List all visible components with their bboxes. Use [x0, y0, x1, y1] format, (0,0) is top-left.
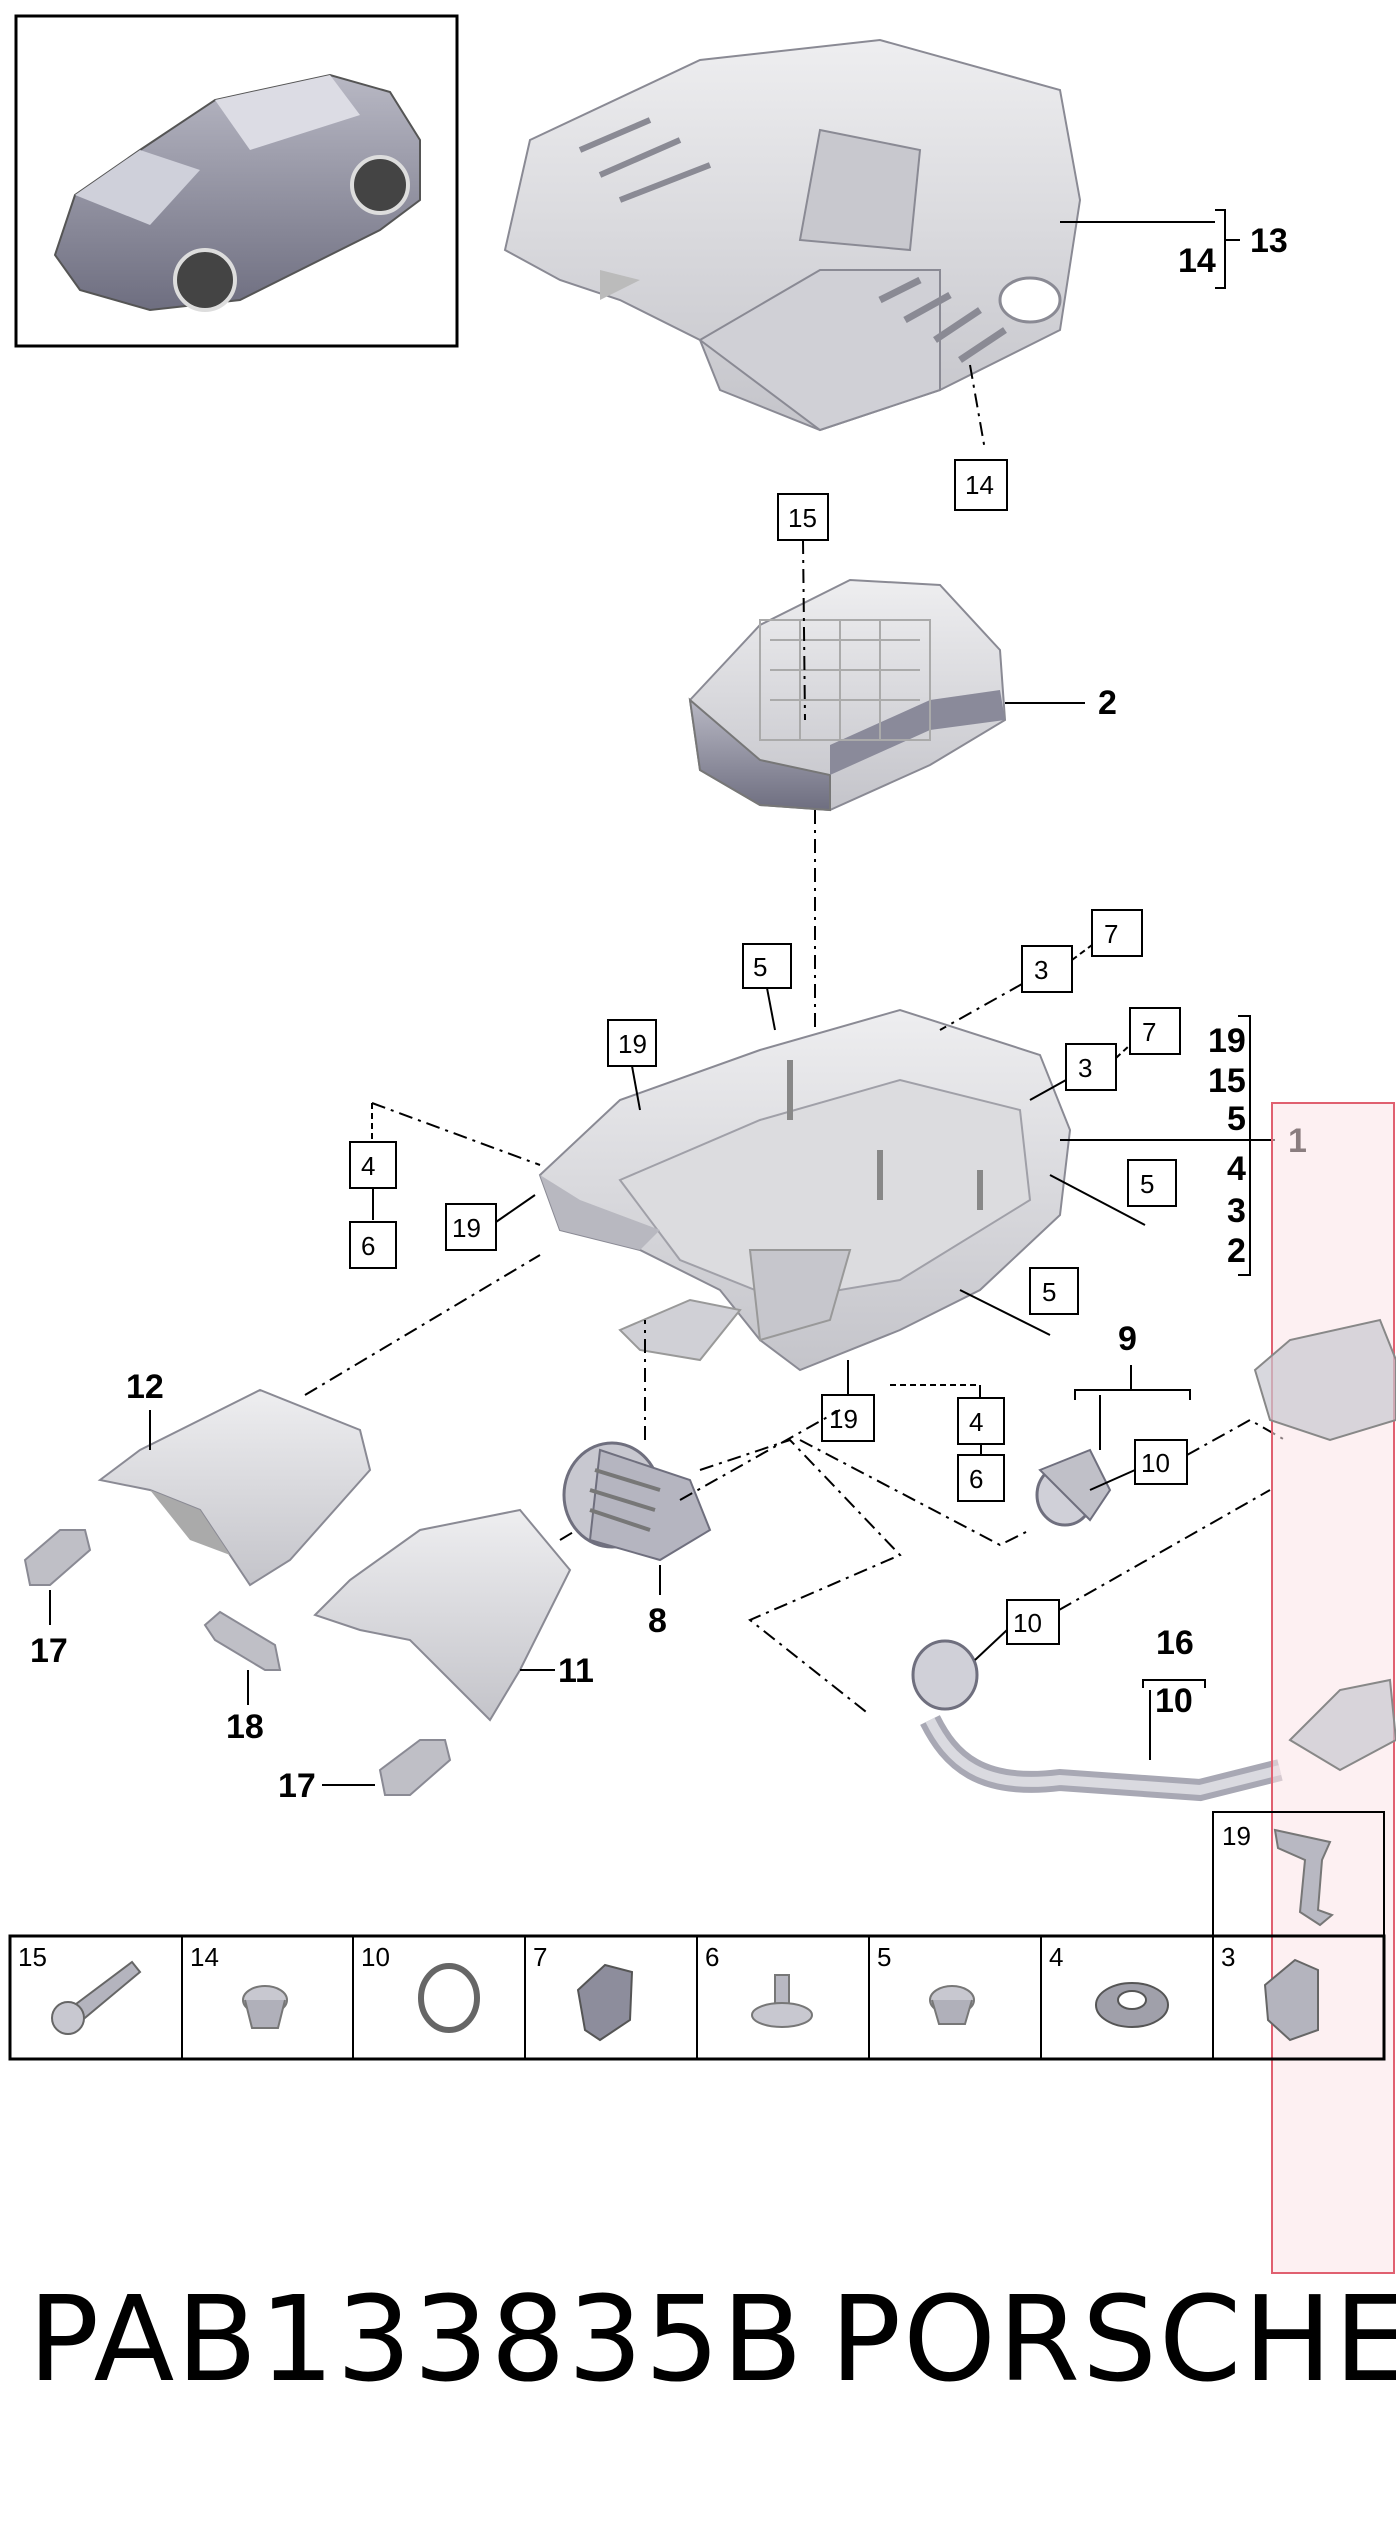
table-cell-label-6: 6	[705, 1942, 719, 1972]
grommet-icon	[929, 1985, 975, 2025]
boxed-label-15: 15	[788, 503, 817, 533]
grommet-icon	[242, 1985, 288, 2029]
callout-9: 9	[1118, 1320, 1137, 1358]
callout-16: 16	[1156, 1624, 1194, 1662]
o-ring-icon	[418, 1963, 480, 2033]
stack-1-item-4: 4	[1227, 1150, 1246, 1188]
air-filter-lid-part	[688, 578, 1007, 812]
stack-1-item-19: 19	[1208, 1022, 1246, 1060]
stack-1-item-3: 3	[1227, 1192, 1246, 1230]
push-pin-icon	[751, 1974, 813, 2028]
callout-18: 18	[226, 1708, 264, 1746]
engine-cover-part	[503, 38, 1082, 432]
boxed-label-7-top: 7	[1104, 919, 1118, 949]
boxed-label-5-top: 5	[753, 952, 767, 982]
bracket-9-part	[1035, 1448, 1112, 1527]
pipe-16-part	[911, 1639, 1283, 1802]
stack-1-item-2: 2	[1227, 1232, 1246, 1270]
callout-16-sub-10: 10	[1155, 1682, 1193, 1720]
callout-17-top: 17	[30, 1632, 68, 1670]
footer: PAB133835B PORSCHE	[0, 2270, 1396, 2420]
callout-2: 2	[1098, 684, 1117, 722]
boxed-label-14: 14	[965, 470, 994, 500]
boxed-label-5-lower: 5	[1042, 1277, 1056, 1307]
stack-1-item-5: 5	[1227, 1100, 1246, 1138]
part-number: PAB133835B	[28, 2270, 805, 2408]
callout-13: 13	[1250, 222, 1288, 260]
table-cell-label-19: 19	[1222, 1821, 1251, 1851]
boxed-label-10-lower: 10	[1013, 1608, 1042, 1638]
boxed-label-19-lower: 19	[829, 1404, 858, 1434]
brand-name: PORSCHE	[830, 2270, 1396, 2408]
boxed-label-19-left: 19	[452, 1213, 481, 1243]
table-cell-label-14: 14	[190, 1942, 219, 1972]
table-cell-label-3: 3	[1221, 1942, 1235, 1972]
table-cell-label-15: 15	[18, 1942, 47, 1972]
boxed-label-7-mid: 7	[1142, 1017, 1156, 1047]
boxed-label-5-right: 5	[1140, 1169, 1154, 1199]
boxed-label-4-lower: 4	[969, 1407, 983, 1437]
bracket-clip-icon	[1263, 1958, 1319, 2042]
callout-12: 12	[126, 1368, 164, 1406]
table-cell-label-7: 7	[533, 1942, 547, 1972]
highlight-overlay	[1253, 1102, 1396, 2274]
table-cell-label-10: 10	[361, 1942, 390, 1972]
boxed-label-3-mid: 3	[1078, 1053, 1092, 1083]
bracket-11-part	[313, 1508, 572, 1722]
callout-13-sub-14: 14	[1178, 242, 1216, 280]
pad-17-bottom-part	[378, 1739, 452, 1796]
rubber-bushing-icon	[1095, 1982, 1169, 2028]
vehicle-thumbnail	[14, 14, 459, 348]
boxed-label-10-upper: 10	[1141, 1448, 1170, 1478]
air-filter-housing-part	[538, 1008, 1072, 1372]
table-cell-label-4: 4	[1049, 1942, 1063, 1972]
callout-17-bottom: 17	[278, 1767, 316, 1805]
stack-1-item-15: 15	[1208, 1062, 1246, 1100]
clip-icon	[576, 1963, 634, 2042]
pad-17-top-part	[23, 1529, 92, 1586]
boxed-label-6-left: 6	[361, 1231, 375, 1261]
bolt-icon	[51, 1960, 142, 2035]
strip-18-part	[203, 1610, 282, 1671]
intake-boot-part	[562, 1441, 712, 1562]
boxed-label-3-top: 3	[1034, 955, 1048, 985]
table-cell-label-5: 5	[877, 1942, 891, 1972]
callout-8: 8	[648, 1602, 667, 1640]
parts-table	[8, 1811, 1386, 2061]
hook-clip-icon	[1273, 1828, 1334, 1927]
boxed-label-6-lower: 6	[969, 1464, 983, 1494]
bracket-12-part	[97, 1388, 372, 1587]
boxed-label-4-left: 4	[361, 1151, 375, 1181]
callout-11: 11	[558, 1652, 594, 1690]
boxed-label-5-left: 19	[618, 1029, 647, 1059]
